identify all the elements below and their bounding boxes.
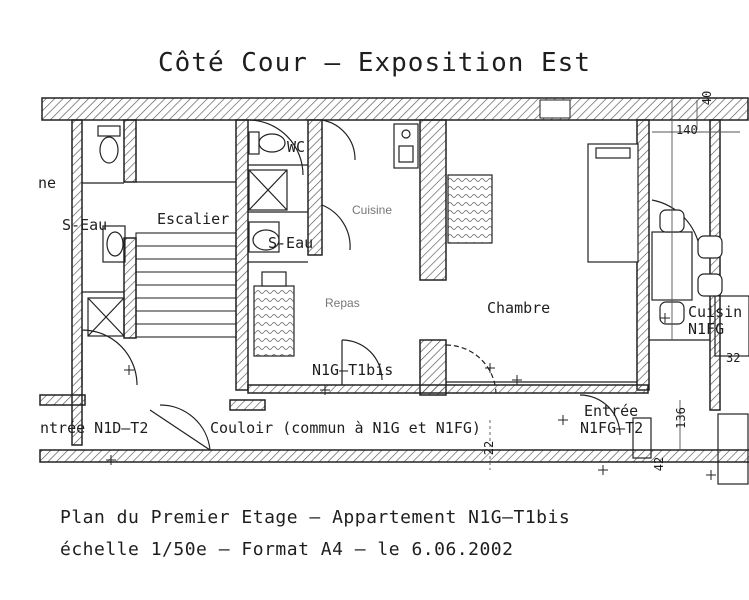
exterior-wall-top xyxy=(41,97,749,121)
partitions xyxy=(82,164,710,383)
cross-markers xyxy=(106,313,716,480)
fixtures xyxy=(87,123,749,485)
room-label-n1g-t1bis: N1G–T1bis xyxy=(312,361,394,379)
room-label-cuisine-right: Cuisin xyxy=(688,303,743,321)
dimension-lines xyxy=(489,100,740,470)
room-label-n1fg: N1FG xyxy=(688,320,725,338)
room-label-escalier: Escalier xyxy=(157,210,230,228)
room-label-couloir: Couloir (commun à N1G et N1FG) xyxy=(210,419,481,437)
footer-line-2: échelle 1/50e – Format A4 – le 6.06.2002 xyxy=(60,539,514,560)
room-label-entree-n1d-t2: ntrée N1D–T2 xyxy=(40,419,149,437)
staircase xyxy=(135,232,237,338)
dimension-40: 40 xyxy=(700,90,715,106)
dimension-42: 42 xyxy=(652,456,667,472)
room-label-ne: ne xyxy=(38,174,57,192)
room-label-repas: Repas xyxy=(325,296,360,310)
room-label-entree: Entrée xyxy=(584,402,639,420)
room-label-n1fg-t2: N1FG–T2 xyxy=(580,419,644,437)
room-label-s-eau-center: S-Eau xyxy=(268,234,314,252)
dimension-32: 32 xyxy=(726,351,741,365)
dimension-136: 136 xyxy=(673,407,688,429)
room-label-s-eau-left: S-Eau xyxy=(62,216,108,234)
dimension-140: 140 xyxy=(676,123,698,137)
furniture xyxy=(253,143,723,357)
footer-line-1: Plan du Premier Etage – Appartement N1G–… xyxy=(60,507,571,528)
room-label-chambre: Chambre xyxy=(487,299,551,317)
interior-walls xyxy=(39,119,749,463)
page-title: Côté Cour – Exposition Est xyxy=(158,48,591,78)
room-label-cuisine-center: Cuisine xyxy=(352,203,393,217)
room-label-wc: WC xyxy=(287,138,306,156)
dimension-22: 22 xyxy=(482,440,497,456)
